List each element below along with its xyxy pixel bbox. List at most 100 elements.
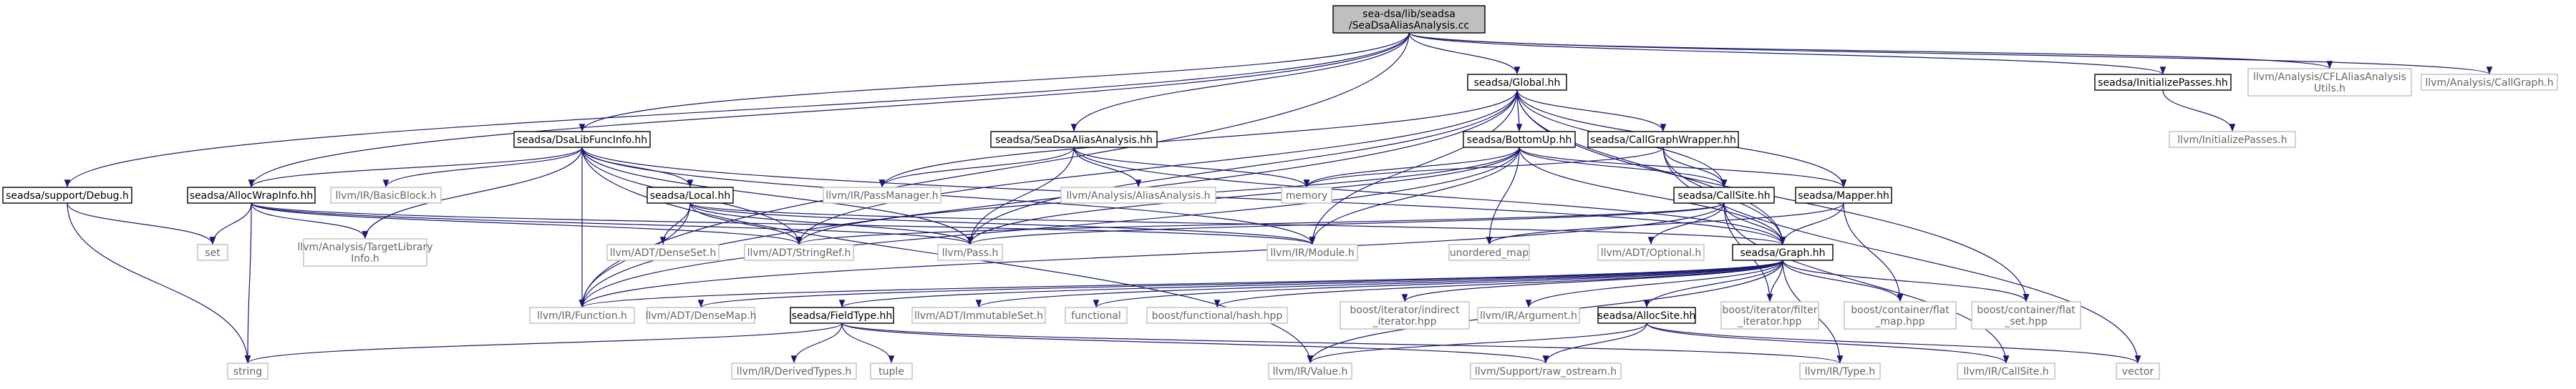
node-box: [1065, 307, 1128, 324]
edge-allocwrap-to-set: [209, 202, 252, 245]
edge-allocwrap-to-string: [244, 202, 252, 364]
edge-global-to-function: [578, 89, 1518, 308]
node-vector: vector: [2116, 363, 2160, 380]
node-label: llvm/Support/raw_ostream.h: [1475, 366, 1617, 378]
node-label: sea-dsa/lib/seadsa: [1362, 9, 1456, 20]
edge-global-to-passmanager: [878, 89, 1518, 188]
edge-graph-to-argument: [1525, 260, 1783, 308]
edge-callsite_hh-to-ircallsite: [1723, 202, 2010, 364]
node-label: llvm/IR/DerivedTypes.h: [737, 366, 852, 378]
node-label: llvm/ADT/DenseSet.h: [610, 247, 717, 259]
edge-debug-to-set: [67, 202, 216, 245]
node-seadsa-callsite-hh[interactable]: seadsa/CallSite.hh: [1673, 187, 1775, 204]
node-box: [647, 307, 755, 324]
node-llvm-ir-basicblock-h: llvm/IR/BasicBlock.h: [330, 187, 442, 204]
node-seadsa-support-debug-h[interactable]: seadsa/support/Debug.h: [2, 187, 132, 204]
node-box: [2421, 74, 2558, 91]
edge-allocsite-to-vector: [1646, 322, 2141, 364]
edge-global-to-pass: [967, 89, 1518, 245]
node-llvm-adt-immutableset-h: llvm/ADT/ImmutableSet.h: [911, 307, 1046, 324]
node-seadsa-bottomup-hh[interactable]: seadsa/BottomUp.hh: [1463, 131, 1576, 148]
node-box: [1340, 301, 1470, 330]
node-box: [1332, 5, 1486, 34]
node-seadsa-seadsaaliasanalysis-hh[interactable]: seadsa/SeaDsaAliasAnalysis.hh: [990, 131, 1158, 148]
node-label: seadsa/SeaDsaAliasAnalysis.hh: [995, 134, 1153, 146]
node-box: [303, 238, 427, 267]
node-sea-dsa-lib-seadsa-seadsaaliasanalysis-cc[interactable]: sea-dsa/lib/seadsa/SeaDsaAliasAnalysis.c…: [1332, 5, 1486, 34]
edge-global-to-cgwrapper: [1516, 89, 1667, 132]
node-unordered-map: unordered_map: [1448, 244, 1530, 261]
node-label: seadsa/Local.hh: [650, 190, 730, 202]
edge-debug-to-string: [67, 202, 251, 364]
edge-seadsaaa-to-passmanager: [878, 147, 1075, 188]
edge-bottomup-to-pass: [967, 147, 1520, 245]
edge-graph-to-filteriter: [1766, 260, 1783, 302]
node-label: boost/iterator/indirect: [1350, 305, 1460, 316]
edge-graph-to-indirect: [1401, 260, 1783, 302]
edge-callsite_hh-to-pass: [967, 202, 1725, 245]
node-seadsa-allocsite-hh[interactable]: seadsa/AllocSite.hh: [1597, 307, 1696, 324]
node-box: [1587, 131, 1739, 148]
edge-seadsaaa-to-memory: [1073, 147, 1310, 188]
node-box: [1957, 363, 2056, 380]
node-label: llvm/ADT/StringRef.h: [747, 247, 851, 259]
node-seadsa-local-hh[interactable]: seadsa/Local.hh: [647, 187, 734, 204]
node-label: boost/functional/hash.hpp: [1152, 310, 1283, 322]
node-label: llvm/IR/Type.h: [1805, 366, 1875, 378]
node-llvm-pass-h: llvm/Pass.h: [937, 244, 1003, 261]
node-label: seadsa/support/Debug.h: [6, 190, 129, 202]
edge-mapper-to-unordered_map: [1486, 202, 1844, 245]
node-box: [1060, 187, 1216, 204]
node-seadsa-callgraphwrapper-hh[interactable]: seadsa/CallGraphWrapper.hh: [1587, 131, 1739, 148]
node-boost-iterator-indirect-iterator-hpp: boost/iterator/indirect_iterator.hpp: [1340, 301, 1470, 330]
edge-bottomup-to-callsite_hh: [1519, 147, 1728, 188]
edge-bottomup-to-module: [1309, 147, 1520, 245]
node-layer: sea-dsa/lib/seadsa/SeaDsaAliasAnalysis.c…: [2, 5, 2558, 380]
node-seadsa-mapper-hh[interactable]: seadsa/Mapper.hh: [1795, 187, 1892, 204]
node-llvm-ir-callsite-h: llvm/IR/CallSite.h: [1957, 363, 2056, 380]
node-box: [1673, 187, 1775, 204]
edge-seadsaaa-to-graph: [1073, 147, 1786, 245]
edge-root-to-dsalib: [578, 32, 1410, 132]
node-label: llvm/IR/Module.h: [1270, 247, 1354, 259]
node-box: [606, 244, 720, 261]
node-label: llvm/ADT/DenseMap.h: [645, 310, 756, 322]
node-label: set: [205, 247, 221, 259]
node-seadsa-dsalibfuncinfo-hh[interactable]: seadsa/DsaLibFuncInfo.hh: [513, 131, 651, 148]
node-label: _iterator.hpp: [1738, 316, 1802, 328]
node-llvm-ir-passmanager-h: llvm/IR/PassManager.h: [823, 187, 941, 204]
edge-dsalib-to-pass: [581, 147, 974, 245]
node-box: [330, 187, 442, 204]
edge-global-to-graph: [1516, 89, 1786, 245]
node-seadsa-global-hh[interactable]: seadsa/Global.hh: [1467, 74, 1567, 91]
node-label: _set.hpp: [2004, 316, 2048, 328]
node-seadsa-allocwrapinfo-hh[interactable]: seadsa/AllocWrapInfo.hh: [187, 187, 316, 204]
node-box: [990, 131, 1158, 148]
node-llvm-adt-stringref-h: llvm/ADT/StringRef.h: [744, 244, 854, 261]
node-seadsa-graph-hh[interactable]: seadsa/Graph.hh: [1732, 244, 1834, 261]
edge-fieldtype-to-tuple: [841, 322, 895, 364]
node-label: seadsa/Mapper.hh: [1798, 190, 1889, 202]
edge-callsite_hh-to-optional: [1647, 202, 1725, 245]
node-label: seadsa/BottomUp.hh: [1467, 134, 1572, 146]
node-label: llvm/IR/CallSite.h: [1963, 366, 2048, 378]
node-label: unordered_map: [1450, 247, 1529, 259]
node-box: [1477, 307, 1580, 324]
node-seadsa-fieldtype-hh[interactable]: seadsa/FieldType.hh: [790, 307, 894, 324]
edge-seadsaaa-to-aliasanalysis: [1073, 147, 1142, 188]
edge-local-to-pass: [689, 202, 974, 245]
node-set: set: [197, 244, 228, 261]
node-box: [647, 187, 734, 204]
node-boost-container-flat-map-hpp: boost/container/flat_map.hpp: [1844, 301, 1957, 330]
edge-initpasses-to-llvm_init: [2162, 89, 2236, 132]
edge-root-to-allocwrap: [248, 32, 1410, 188]
node-llvm-ir-type-h: llvm/IR/Type.h: [1799, 363, 1881, 380]
edge-dsalib-to-allocwrap: [248, 147, 583, 188]
edge-root-to-function: [578, 32, 1410, 308]
node-label: llvm/ADT/Optional.h: [1601, 247, 1702, 259]
node-boost-functional-hash-hpp: boost/functional/hash.hpp: [1146, 307, 1288, 324]
edge-allocwrap-to-module: [251, 202, 1315, 245]
edge-dsalib-to-local: [581, 147, 694, 188]
node-seadsa-initializepasses-hh[interactable]: seadsa/InitializePasses.hh: [2094, 74, 2232, 91]
node-label: vector: [2122, 366, 2154, 378]
